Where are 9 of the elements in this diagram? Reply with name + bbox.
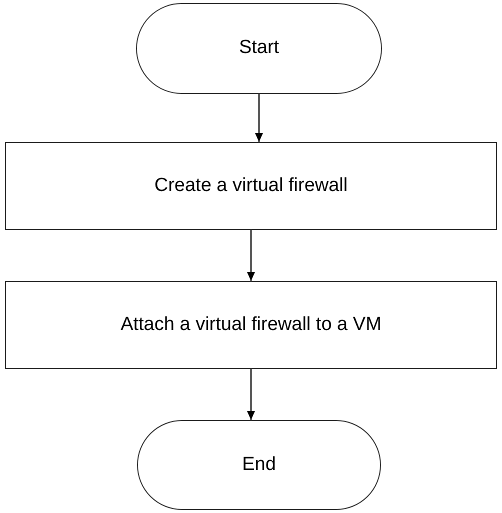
arrow: [255, 94, 263, 142]
process-box: [5, 281, 497, 369]
process-box: [5, 142, 497, 230]
arrow: [247, 369, 255, 420]
node-label: Create a virtual firewall: [154, 174, 348, 198]
node-label: Attach a virtual firewall to a VM: [120, 312, 382, 337]
arrow: [247, 230, 255, 281]
node-label: End: [242, 452, 276, 477]
node-label: Start: [238, 36, 280, 60]
